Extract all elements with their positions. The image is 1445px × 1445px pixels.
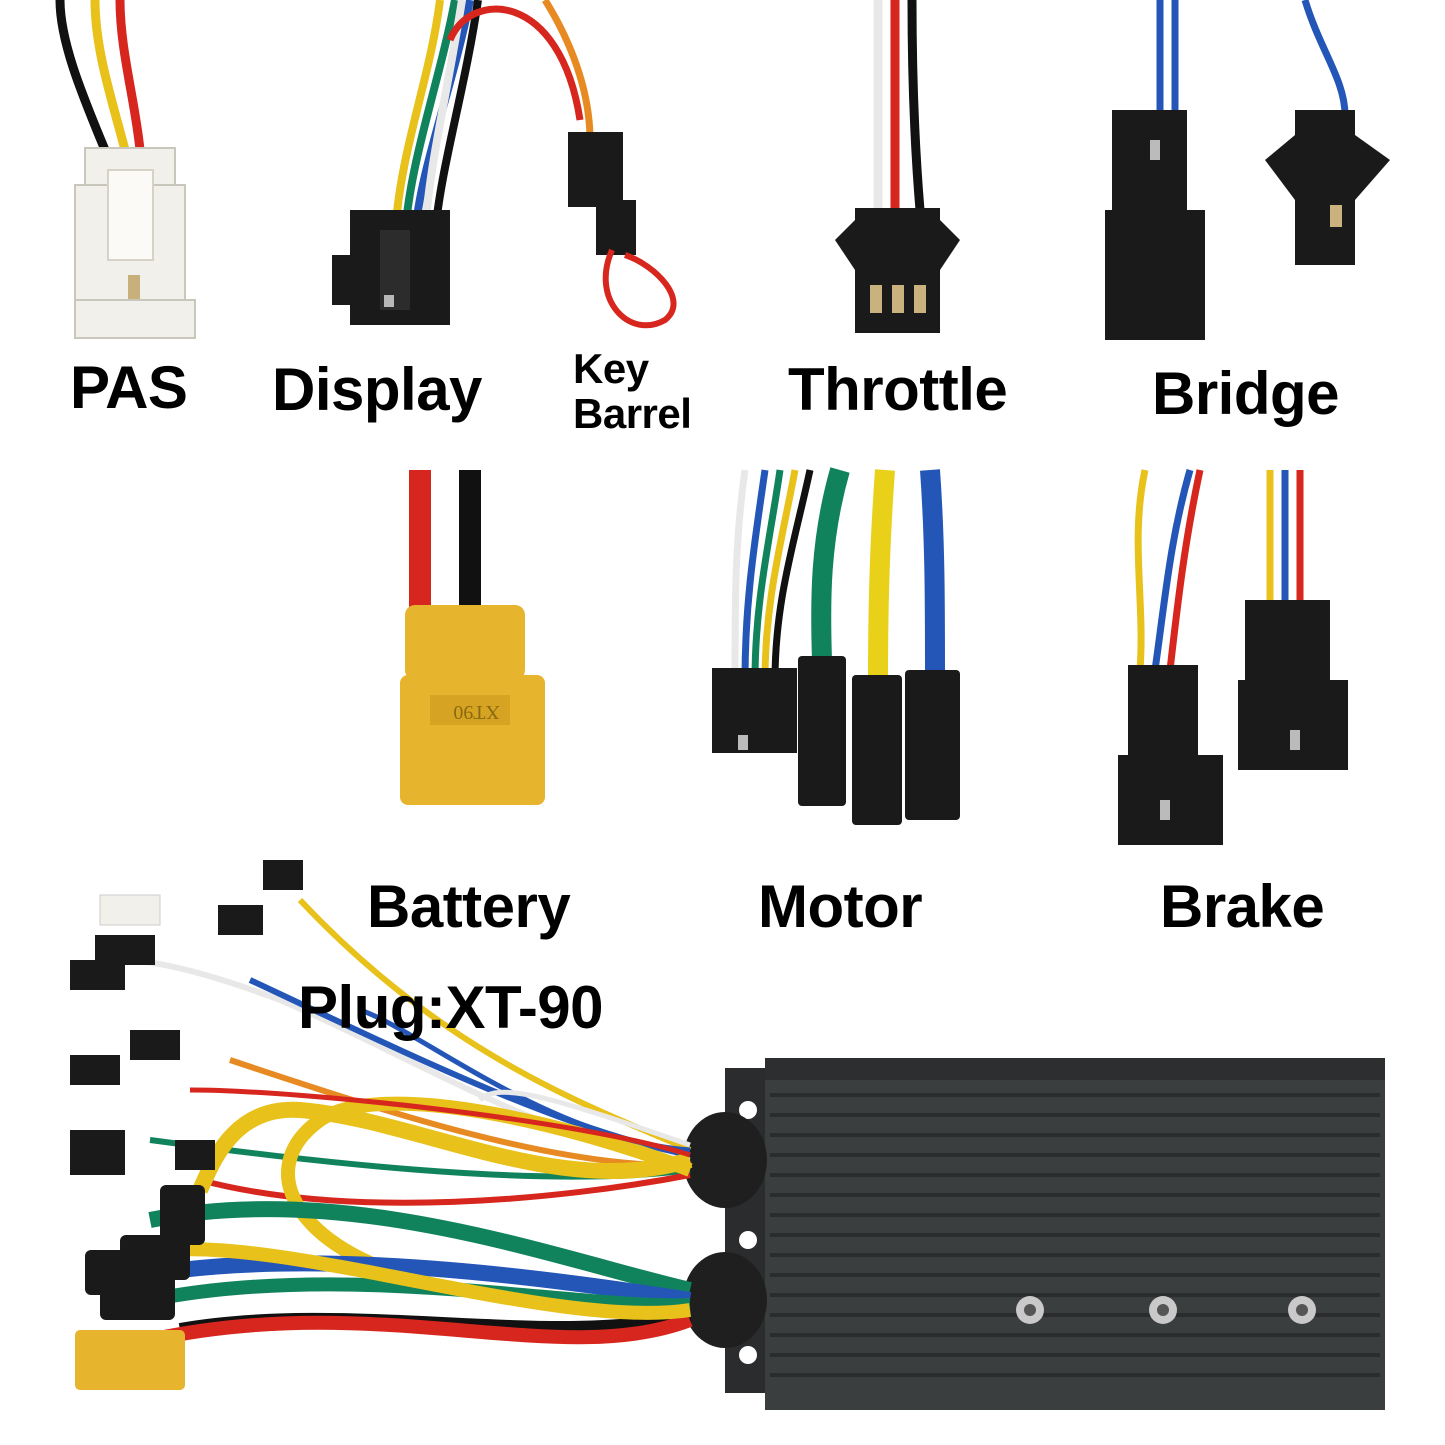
motor-connector bbox=[712, 467, 960, 825]
key-barrel-connector bbox=[568, 132, 677, 329]
battery-label: Battery bbox=[367, 873, 571, 940]
motor-label: Motor bbox=[758, 873, 923, 940]
display-connector bbox=[332, 0, 594, 325]
brake-label: Brake bbox=[1160, 873, 1325, 940]
key-barrel-label-line2: Barrel bbox=[573, 390, 692, 437]
brake-connector bbox=[1118, 469, 1348, 845]
harness-terminals bbox=[70, 860, 303, 1390]
throttle-label: Throttle bbox=[788, 356, 1008, 423]
pas-label: PAS bbox=[70, 354, 188, 421]
throttle-connector bbox=[835, 0, 960, 333]
wire-harness bbox=[119, 897, 693, 1347]
bridge-label: Bridge bbox=[1152, 360, 1340, 427]
key-barrel-label-line1: Key bbox=[573, 345, 649, 392]
battery-connector: XT90 bbox=[400, 470, 545, 805]
bridge-connector bbox=[1105, 0, 1390, 340]
xt90-marking: XT90 bbox=[453, 701, 500, 723]
display-label: Display bbox=[272, 356, 482, 423]
pas-connector bbox=[55, 0, 196, 339]
plug-type-label: Plug:XT-90 bbox=[298, 974, 604, 1041]
controller-housing bbox=[683, 1058, 1385, 1410]
